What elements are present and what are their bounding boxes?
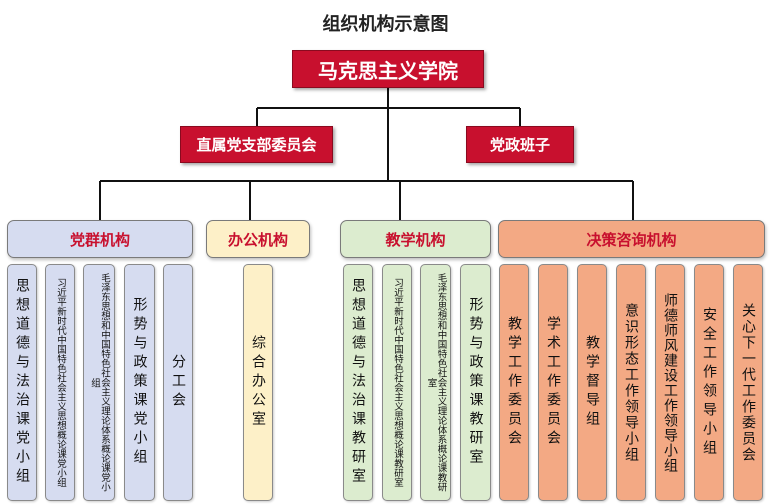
teaching-item-morality-law-label: 思想道德与法治课教研室 bbox=[350, 278, 366, 487]
teaching-item-mao-theory-label: 毛泽东思想和中国特色社会主义理论体系概论课教研室 bbox=[425, 273, 447, 492]
consult-item-safety-group: 安全工作领导小组 bbox=[694, 264, 724, 501]
party-item-union-label: 分工会 bbox=[170, 354, 186, 411]
party-item-mao-theory: 毛泽东思想和中国特色社会主义理论体系概论课党小组 bbox=[83, 264, 115, 501]
party-item-mao-theory-label: 毛泽东思想和中国特色社会主义理论体系概论课党小组 bbox=[89, 273, 110, 492]
root-node: 马克思主义学院 bbox=[292, 50, 484, 88]
office-item-general-office-label: 综合办公室 bbox=[250, 335, 266, 430]
party-item-union: 分工会 bbox=[163, 264, 193, 501]
group-header-office-label: 办公机构 bbox=[227, 230, 288, 249]
consult-item-academic-committee-label: 学术工作委员会 bbox=[545, 316, 561, 449]
party-item-xi-thought: 习近平新时代中国特色社会主义思想概论课党小组 bbox=[45, 264, 75, 501]
party-item-situation-policy-label: 形势与政策课党小组 bbox=[131, 297, 148, 468]
teaching-item-xi-thought: 习近平新时代中国特色社会主义思想概论课教研室 bbox=[382, 264, 412, 501]
consult-item-ethics-group-label: 师德师风建设工作领导小组 bbox=[662, 292, 678, 473]
leadership-team-label: 党政班子 bbox=[489, 136, 550, 154]
consult-item-ideology-group-label: 意识形态工作领导小组 bbox=[623, 302, 639, 463]
party-item-xi-thought-label: 习近平新时代中国特色社会主义思想概论课党小组 bbox=[55, 278, 66, 487]
diagram-title: 组织机构示意图 bbox=[322, 14, 449, 35]
office-item-general-office: 综合办公室 bbox=[243, 264, 273, 501]
group-header-teaching: 教学机构 bbox=[340, 220, 491, 258]
teaching-item-xi-thought-label: 习近平新时代中国特色社会主义思想概论课教研室 bbox=[392, 278, 403, 487]
consult-item-supervision-group-label: 教学督导组 bbox=[584, 335, 600, 430]
party-item-morality-law-label: 思想道德与法治课党小组 bbox=[14, 278, 30, 487]
consult-item-ethics-group: 师德师风建设工作领导小组 bbox=[655, 264, 685, 501]
party-item-situation-policy: 形势与政策课党小组 bbox=[124, 264, 155, 501]
party-item-morality-law: 思想道德与法治课党小组 bbox=[7, 264, 37, 501]
group-header-party: 党群机构 bbox=[7, 220, 193, 258]
teaching-item-situation-policy: 形势与政策课教研室 bbox=[460, 264, 491, 501]
group-header-consult-label: 决策咨询机构 bbox=[586, 230, 677, 249]
consult-item-ideology-group: 意识形态工作领导小组 bbox=[616, 264, 646, 501]
consult-item-teaching-committee: 教学工作委员会 bbox=[499, 264, 529, 501]
consult-item-supervision-group: 教学督导组 bbox=[577, 264, 607, 501]
group-header-teaching-label: 教学机构 bbox=[385, 230, 446, 249]
consult-item-next-generation-committee: 关心下一代工作委员会 bbox=[733, 264, 763, 501]
consult-item-academic-committee: 学术工作委员会 bbox=[538, 264, 568, 501]
group-header-consult: 决策咨询机构 bbox=[498, 220, 765, 258]
consult-item-teaching-committee-label: 教学工作委员会 bbox=[506, 316, 522, 449]
teaching-item-mao-theory: 毛泽东思想和中国特色社会主义理论体系概论课教研室 bbox=[420, 264, 451, 501]
teaching-item-morality-law: 思想道德与法治课教研室 bbox=[343, 264, 373, 501]
leadership-team-node: 党政班子 bbox=[466, 126, 574, 163]
branch-party-committee-node: 直属党支部委员会 bbox=[180, 126, 333, 163]
teaching-item-situation-policy-label: 形势与政策课教研室 bbox=[467, 297, 484, 468]
consult-item-next-generation-committee-label: 关心下一代工作委员会 bbox=[740, 302, 756, 463]
group-header-party-label: 党群机构 bbox=[69, 230, 130, 249]
group-header-office: 办公机构 bbox=[206, 220, 310, 258]
branch-party-committee-label: 直属党支部委员会 bbox=[196, 136, 317, 154]
consult-item-safety-group-label: 安全工作领导小组 bbox=[701, 306, 717, 459]
root-label: 马克思主义学院 bbox=[318, 58, 458, 83]
